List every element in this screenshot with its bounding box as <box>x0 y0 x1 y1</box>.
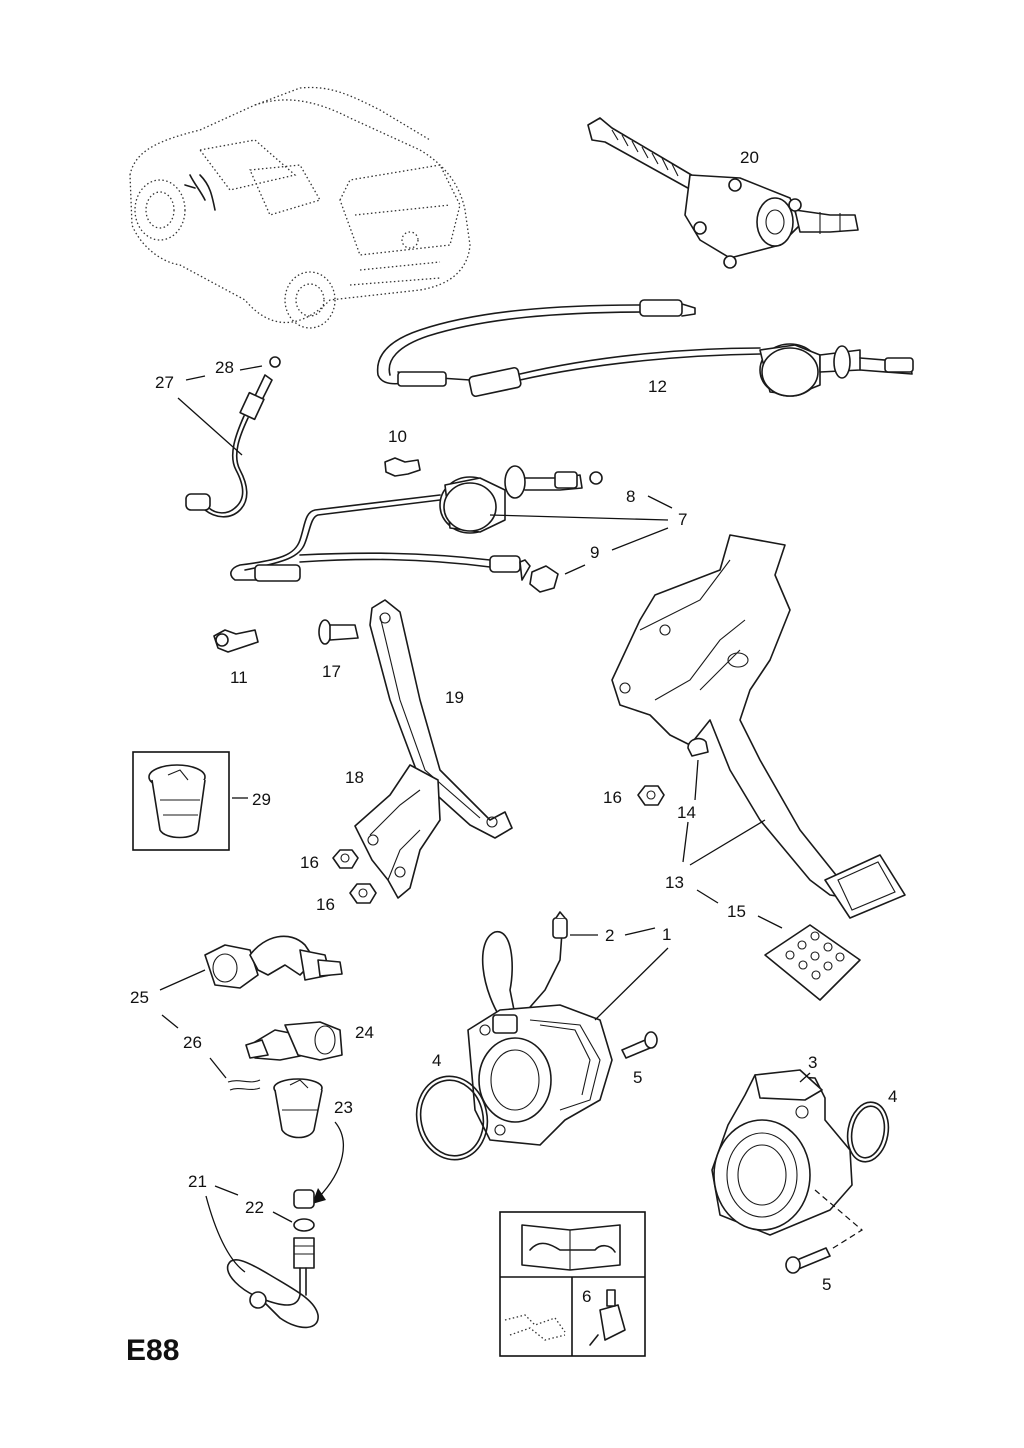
callout-11: 11 <box>230 668 248 687</box>
part-16-nut-c: 16 <box>603 785 665 807</box>
callout-28: 28 <box>215 358 234 377</box>
callout-1: 1 <box>662 925 671 944</box>
callout-2: 2 <box>605 926 614 945</box>
callout-27: 27 <box>155 373 174 392</box>
part-27-pipe: 27 28 <box>155 356 281 518</box>
callout-13: 13 <box>665 873 684 892</box>
part-4-o-ring-b: 4 <box>846 1087 897 1163</box>
part-15-pedal-pad: 15 <box>696 889 861 1001</box>
callout-3: 3 <box>808 1053 817 1072</box>
part-21-bleed-pipe: 21 22 <box>188 1172 319 1329</box>
part-11-clip: 11 <box>213 629 259 687</box>
callout-5-a: 5 <box>633 1068 642 1087</box>
callout-5-b: 5 <box>822 1275 831 1294</box>
part-18-bracket: 18 <box>345 764 441 899</box>
callout-20: 20 <box>740 148 759 167</box>
vehicle-location-illustration <box>129 86 471 329</box>
part-1-slave-cylinder: 1 2 <box>467 911 671 1146</box>
part-17-pin: 17 <box>318 619 359 681</box>
callout-21: 21 <box>188 1172 207 1191</box>
callout-9: 9 <box>590 543 599 562</box>
callout-29: 29 <box>252 790 271 809</box>
callout-26: 26 <box>183 1033 202 1052</box>
part-19-bracket: 19 <box>369 599 513 839</box>
part-5-bolt-a: 5 <box>621 1031 658 1087</box>
part-29-bushing-box: 29 <box>132 751 271 851</box>
callout-23: 23 <box>334 1098 353 1117</box>
part-13-pedal-assembly: 13 <box>611 534 906 919</box>
callout-18: 18 <box>345 768 364 787</box>
part-12-hydraulic-pipe: 12 <box>376 299 914 398</box>
callout-16-c: 16 <box>603 788 622 807</box>
callout-16-a: 16 <box>300 853 319 872</box>
callout-4-b: 4 <box>888 1087 897 1106</box>
callout-24: 24 <box>355 1023 374 1042</box>
callout-22: 22 <box>245 1198 264 1217</box>
part-10-clip: 10 <box>384 427 421 477</box>
part-24-straight-connector: 24 <box>245 1021 374 1061</box>
callout-4-a: 4 <box>432 1051 441 1070</box>
callout-25: 25 <box>130 988 149 1007</box>
part-16-nut-a: 16 <box>300 849 359 872</box>
part-26-retaining-clip: 26 <box>161 1014 261 1091</box>
callout-17: 17 <box>322 662 341 681</box>
part-25-elbow-connector: 25 <box>130 935 343 1007</box>
callout-16-b: 16 <box>316 895 335 914</box>
callout-19: 19 <box>445 688 464 707</box>
callout-7: 7 <box>678 510 687 529</box>
callout-14: 14 <box>677 803 696 822</box>
part-16-nut-b: 16 <box>316 883 377 914</box>
callout-12: 12 <box>648 377 667 396</box>
callout-8: 8 <box>626 487 635 506</box>
diagram-code: E88 <box>126 1334 179 1367</box>
part-6-reference-box: 6 <box>499 1211 646 1357</box>
part-14-bump-stop: 14 <box>677 737 709 863</box>
part-3-release-bearing: 3 <box>711 1053 864 1251</box>
part-7-pipe-assembly: 8 7 9 <box>230 465 687 593</box>
callout-6: 6 <box>582 1287 591 1306</box>
part-23-bushing: 23 <box>273 1078 353 1204</box>
callout-15: 15 <box>727 902 746 921</box>
part-5-bolt-b: 5 <box>785 1247 831 1294</box>
part-20-master-cylinder: 20 <box>587 117 859 269</box>
callout-10: 10 <box>388 427 407 446</box>
part-4-o-ring-a: 4 <box>415 1051 489 1161</box>
